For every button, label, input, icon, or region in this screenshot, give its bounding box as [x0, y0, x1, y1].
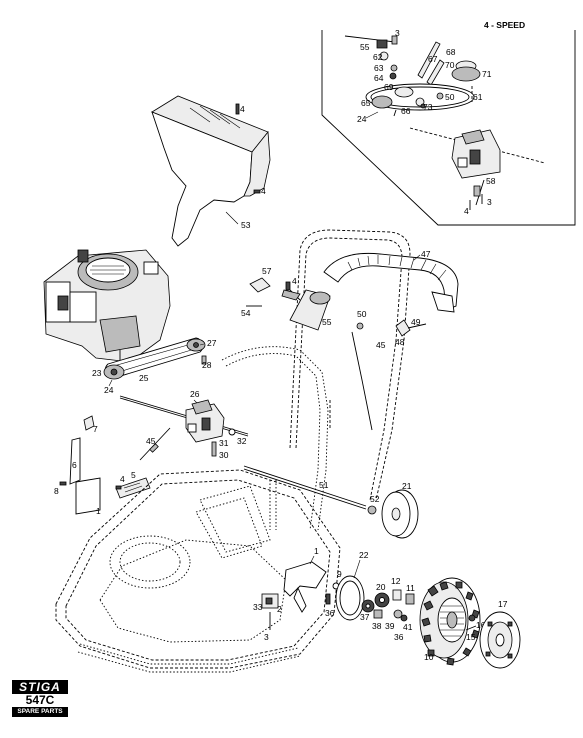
height-lever: 1 9 36 2 33 3: [253, 546, 342, 642]
logo-wordmark: STIGA: [12, 680, 68, 694]
part-number-1: 1: [314, 546, 319, 556]
part-number-2: 2: [277, 604, 282, 614]
model-number: 547C: [25, 693, 55, 707]
grass-deflector-53: 4 4 53: [151, 95, 271, 247]
part-number-20: 20: [376, 582, 386, 592]
part-number-4: 4: [464, 206, 469, 216]
part-number-32: 32: [237, 436, 247, 446]
part-number-73: 73: [423, 102, 433, 112]
part-number-26: 26: [190, 389, 200, 399]
part-number-8: 8: [54, 486, 59, 496]
left-height-adjuster: 7 6 8 1 5 4: [54, 415, 151, 516]
part-number-45-gearbox: 45: [146, 436, 156, 446]
part-number-41: 41: [403, 622, 413, 632]
part-number-55: 55: [360, 42, 370, 52]
part-number-24: 24: [357, 114, 367, 124]
handle-assembly: 47 45 50 49 48: [221, 229, 459, 531]
part-number-25: 25: [139, 373, 149, 383]
part-number-47: 47: [421, 249, 431, 259]
part-number-58: 58: [486, 176, 496, 186]
rear-axle: 51 52: [243, 465, 380, 515]
engine: [43, 249, 171, 363]
part-number-67: 67: [428, 54, 438, 64]
part-number-4-control: 4: [292, 276, 297, 286]
part-number-36: 36: [394, 632, 404, 642]
part-number-16: 16: [476, 620, 486, 630]
part-number-53: 53: [241, 220, 251, 230]
part-number-45: 45: [376, 340, 386, 350]
part-number-1-left: 1: [96, 506, 101, 516]
part-number-52: 52: [370, 494, 380, 504]
front-wheel-assembly: 22 37 38 20 12 11 39 41 36: [335, 550, 521, 669]
part-number-68: 68: [446, 47, 456, 57]
front-wheel-10: 10: [419, 577, 481, 666]
part-number-65: 65: [361, 98, 371, 108]
part-number-69: 69: [384, 82, 394, 92]
part-number-48: 48: [395, 337, 405, 347]
part-number-3: 3: [395, 28, 400, 38]
part-number-3-lever: 3: [264, 632, 269, 642]
part-number-70: 70: [445, 60, 455, 70]
part-number-64: 64: [374, 73, 384, 83]
four-speed-inset: 4 - SPEED 3 55 62 63 64 68 67 70 71 69 6…: [321, 20, 576, 226]
part-number-63: 63: [374, 63, 384, 73]
mower-deck: [55, 469, 341, 673]
part-number-11: 11: [406, 583, 415, 593]
part-number-10: 10: [424, 652, 434, 662]
part-number-38: 38: [372, 621, 382, 631]
speed-control: 57 4 55 54: [241, 266, 332, 331]
part-number-6: 6: [72, 460, 77, 470]
part-number-49: 49: [411, 317, 421, 327]
part-number-66: 66: [401, 106, 411, 116]
part-number-24-belt: 24: [104, 385, 114, 395]
part-number-37: 37: [360, 612, 370, 622]
part-number-21: 21: [402, 481, 412, 491]
brand-logo: STIGA 547C SPARE PARTS: [12, 680, 68, 718]
part-number-51: 51: [319, 480, 329, 490]
part-number-9: 9: [337, 569, 342, 579]
part-number-17: 17: [498, 599, 508, 609]
part-number-22: 22: [359, 550, 369, 560]
part-number-4-deflector: 4: [240, 104, 245, 114]
part-number-55-control: 55: [322, 317, 332, 327]
drive-belt: 27 23 25 24 28: [92, 337, 217, 395]
part-number-4-left: 4: [120, 474, 125, 484]
gearbox: 26 31 30 32 45: [119, 389, 249, 461]
part-number-54: 54: [241, 308, 251, 318]
part-number-71: 71: [482, 69, 492, 79]
part-number-4-deflector-b: 4: [261, 186, 266, 196]
part-number-61: 61: [473, 92, 483, 102]
part-number-57: 57: [262, 266, 272, 276]
part-number-7: 7: [93, 424, 98, 434]
inset-title: 4 - SPEED: [484, 20, 525, 30]
part-number-36-lever: 36: [325, 608, 335, 618]
part-number-15: 15: [466, 632, 476, 642]
part-number-50-handle: 50: [357, 309, 367, 319]
part-number-62: 62: [373, 52, 383, 62]
part-number-31: 31: [219, 438, 229, 448]
logo-subtitle: SPARE PARTS: [12, 707, 68, 717]
part-number-30: 30: [219, 450, 229, 460]
part-number-5: 5: [131, 470, 136, 480]
part-number-33: 33: [253, 602, 263, 612]
part-number-28: 28: [202, 360, 212, 370]
part-number-3b: 3: [487, 197, 492, 207]
part-number-39: 39: [385, 621, 395, 631]
part-number-12: 12: [391, 576, 401, 586]
part-number-50: 50: [445, 92, 455, 102]
rear-wheel-21: 21: [381, 481, 419, 539]
part-number-27: 27: [207, 338, 217, 348]
part-number-23: 23: [92, 368, 102, 378]
